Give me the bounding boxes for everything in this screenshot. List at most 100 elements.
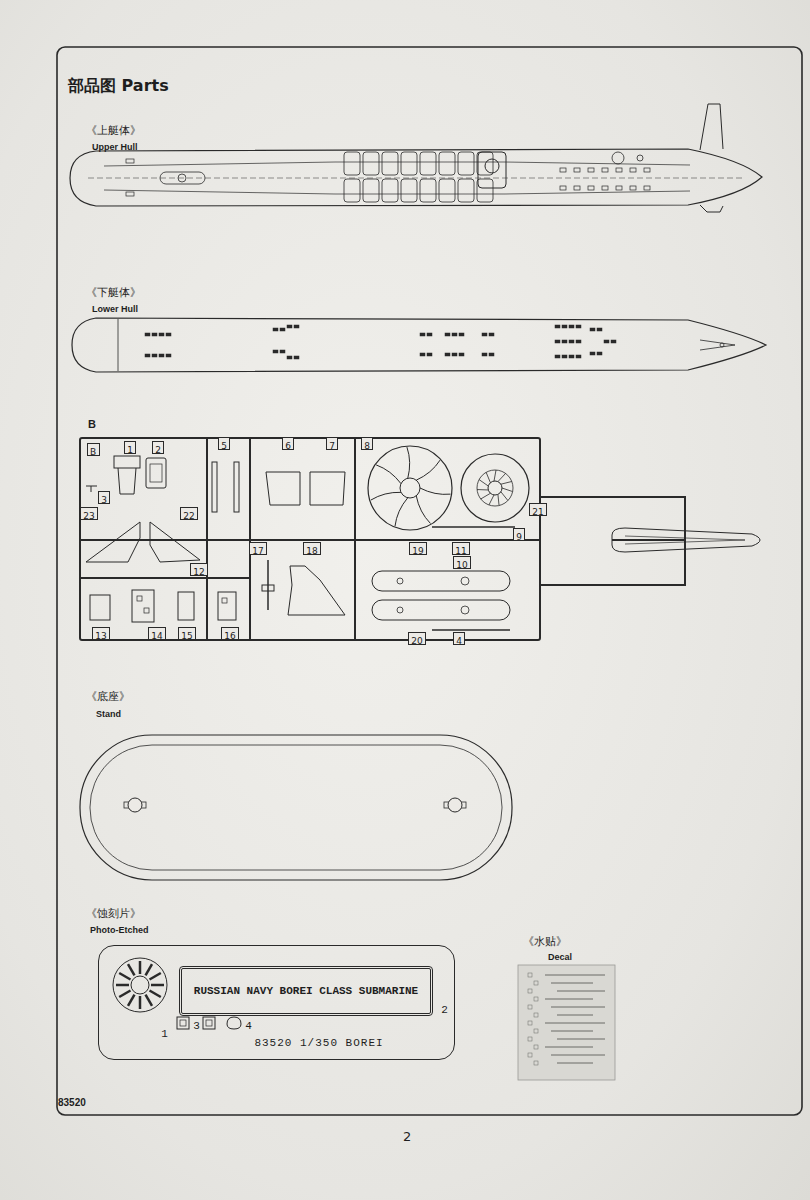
flood-hole	[459, 353, 464, 356]
part-sketch	[132, 590, 154, 622]
flood-hole	[287, 356, 292, 359]
part-number: 23	[83, 511, 94, 521]
deck-detail	[644, 186, 650, 190]
missile-hatch	[363, 152, 379, 175]
etched-petal	[151, 984, 164, 987]
missile-hatch	[382, 152, 398, 175]
propeller-blade	[416, 460, 440, 480]
part-number: 11	[455, 546, 466, 556]
part-number: 16	[224, 631, 235, 641]
propeller-ring	[368, 446, 452, 530]
deck-detail	[616, 186, 622, 190]
decal-mark	[551, 1007, 605, 1008]
section-title: 《底座》	[86, 690, 130, 703]
etched-text: 3	[193, 1020, 201, 1032]
flood-hole	[489, 353, 494, 356]
etched-petal	[119, 991, 130, 998]
page-number: 2	[403, 1129, 411, 1144]
etched-shape	[227, 1017, 241, 1029]
tail-fin	[700, 205, 723, 212]
missile-hatch	[401, 152, 417, 175]
stand-mount	[448, 798, 462, 812]
missile-hatch	[401, 179, 417, 202]
missile-hatch	[420, 152, 436, 175]
part-number: 8	[364, 441, 370, 451]
missile-hatch	[420, 179, 436, 202]
section-title: 《水贴》	[523, 935, 567, 948]
decal-mark	[528, 989, 532, 993]
label-anchor: 《上艇体》	[86, 120, 141, 138]
sheet-text-anchor: 1	[161, 1023, 169, 1041]
part-sketch	[266, 472, 300, 505]
part-number-tag: 13	[92, 627, 110, 640]
sheet-text-anchor: 2	[441, 999, 449, 1017]
part-sketch	[150, 464, 162, 482]
flood-hole	[569, 355, 574, 358]
etched-petal	[139, 996, 142, 1009]
part-number-tag: 14	[148, 627, 166, 640]
part-sketch	[114, 456, 140, 468]
sail-hatch	[485, 159, 499, 173]
bow-detail	[126, 159, 134, 163]
flood-hole	[569, 325, 574, 328]
flood-hole	[273, 328, 278, 331]
part-number: 2	[155, 445, 161, 455]
decal-mark	[545, 1023, 605, 1024]
decal-sheet	[518, 965, 615, 1080]
sprue-frame	[80, 438, 540, 640]
missile-hatch	[439, 179, 455, 202]
part-number: 14	[151, 631, 162, 641]
part-number-tag: 12	[190, 563, 208, 576]
label-anchor: 83520	[58, 1092, 86, 1110]
stand-part	[625, 536, 745, 544]
flood-hole	[427, 353, 432, 356]
deck-detail	[630, 168, 636, 172]
part-number-tag: B	[87, 443, 100, 456]
sprue-b	[80, 438, 760, 640]
etched-text: 2	[441, 1004, 449, 1016]
decal-mark	[528, 1021, 532, 1025]
part-number-tag: 19	[409, 542, 427, 555]
section-title: 《上艇体》	[86, 124, 141, 137]
propeller-blade	[479, 480, 488, 486]
flood-hole	[452, 333, 457, 336]
part-number-tag: 7	[326, 437, 338, 450]
decal-mark	[528, 1037, 532, 1041]
lower-hull-drawing	[72, 318, 766, 372]
propeller-blade	[502, 488, 513, 492]
propeller-blade	[486, 472, 490, 482]
plate-text: RUSSIAN NAVY BOREI CLASS SUBMARINE	[194, 985, 418, 997]
deck-detail	[644, 168, 650, 172]
propeller-blade	[489, 495, 494, 505]
part-number: 13	[95, 631, 106, 641]
stand-outline	[80, 735, 512, 880]
part-number-tag: 15	[178, 627, 196, 640]
label-anchor: 2	[403, 1127, 411, 1145]
propeller-blade	[407, 447, 410, 478]
decal-mark	[551, 1031, 593, 1032]
part-number: 21	[532, 507, 543, 517]
part-number: 12	[193, 567, 204, 577]
etched-petal	[128, 964, 135, 975]
etched-square	[203, 1017, 215, 1029]
part-number: 6	[285, 441, 291, 451]
part-sketch	[222, 598, 227, 603]
part-sketch	[118, 468, 136, 494]
part-number-tag: 18	[303, 542, 321, 555]
part-number-tag: 9	[513, 528, 525, 541]
part-sketch	[212, 462, 217, 512]
section-title-en: Decal	[548, 952, 572, 962]
decal-mark	[557, 1015, 593, 1016]
flood-hole	[280, 350, 285, 353]
deck-detail	[602, 186, 608, 190]
label-anchor: Stand	[96, 703, 121, 721]
part-number-tag: 17	[249, 542, 267, 555]
propeller-blade	[371, 492, 401, 500]
decal-mark	[551, 983, 593, 984]
deck-detail	[616, 168, 622, 172]
pod-detail	[397, 607, 403, 613]
part-number-tag: 8	[361, 437, 373, 450]
